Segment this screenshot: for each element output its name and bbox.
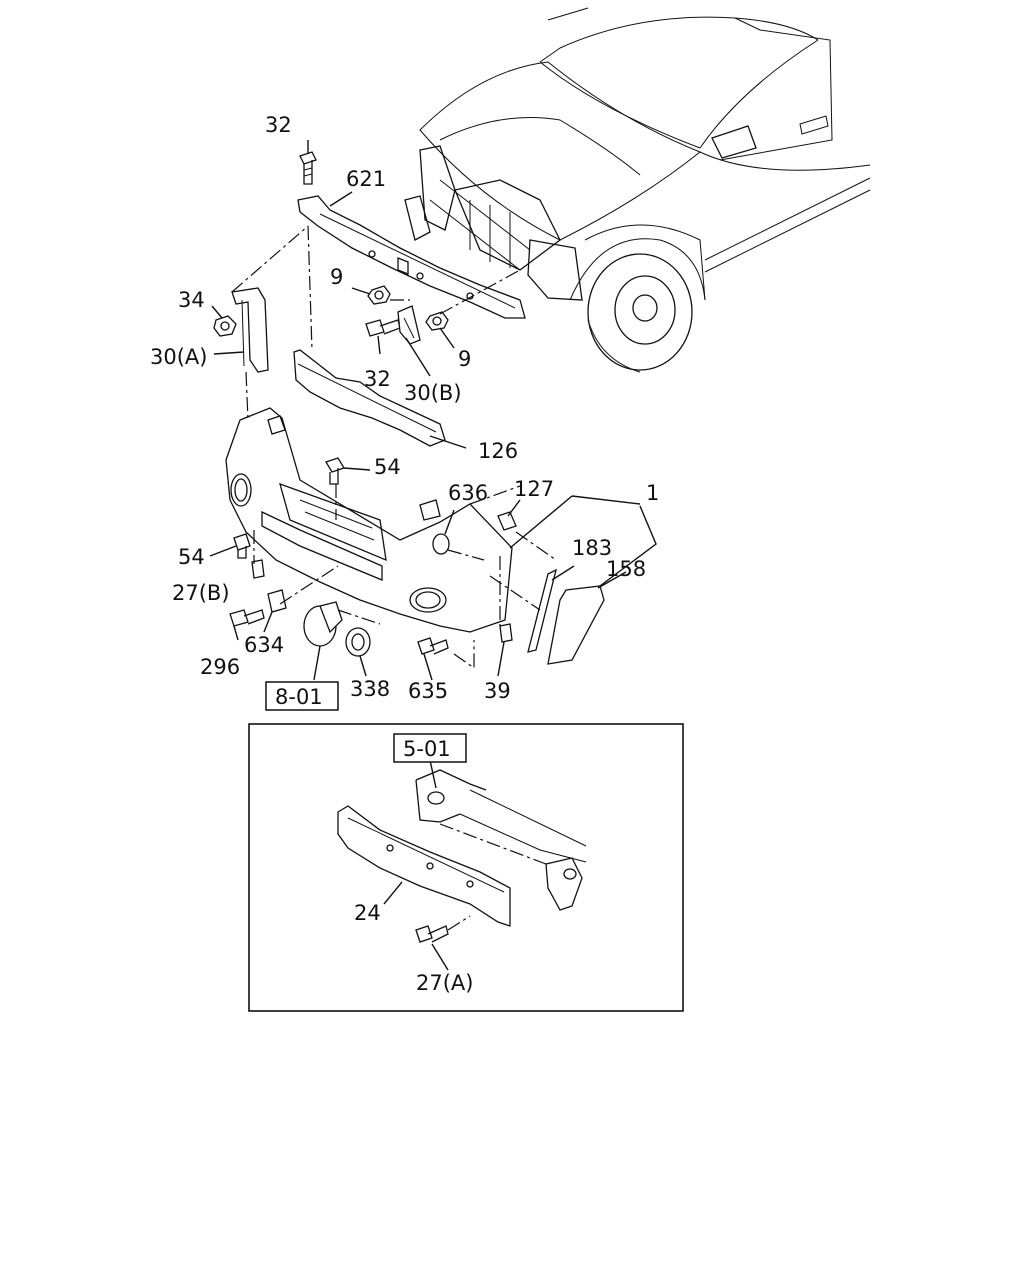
inset-panel: 24 27(A) <box>248 723 684 1012</box>
label-24: 24 <box>354 901 381 925</box>
bolt-296 <box>229 609 265 627</box>
label-127: 127 <box>514 477 554 501</box>
reference-8-01[interactable]: 8-01 <box>265 681 339 711</box>
reference-5-01[interactable]: 5-01 <box>393 733 467 763</box>
bracket-30b <box>397 305 421 345</box>
label-126: 126 <box>478 439 518 463</box>
label-54-top: 54 <box>374 455 401 479</box>
cover-126 <box>293 349 446 447</box>
label-54-left: 54 <box>178 545 205 569</box>
fog-lamp <box>303 601 343 647</box>
front-bumper <box>225 407 513 633</box>
label-158: 158 <box>606 557 646 581</box>
label-30b: 30(B) <box>404 381 462 405</box>
label-621: 621 <box>346 167 386 191</box>
label-32-top: 32 <box>265 113 292 137</box>
label-34: 34 <box>178 288 205 312</box>
bolt-32-mid <box>365 319 401 337</box>
molding-158 <box>547 585 605 665</box>
bezel-338 <box>345 627 371 657</box>
grommet-636 <box>432 533 450 555</box>
label-9-left: 9 <box>330 265 343 289</box>
label-636: 636 <box>448 481 488 505</box>
upper-support-621 <box>297 195 526 319</box>
reference-8-01-label: 8-01 <box>275 685 323 709</box>
clip-127 <box>497 511 517 531</box>
clip-54-left <box>233 533 251 559</box>
molding-183 <box>527 568 557 653</box>
screw-39 <box>499 623 513 643</box>
label-27b: 27(B) <box>172 581 230 605</box>
vehicle-outline <box>404 7 871 373</box>
clip-54-top <box>325 457 345 485</box>
label-30a: 30(A) <box>150 345 207 369</box>
bolt-32-top <box>299 151 317 185</box>
nut-34 <box>213 315 237 337</box>
bracket-634 <box>267 589 287 613</box>
label-338: 338 <box>350 677 390 701</box>
label-1: 1 <box>646 481 659 505</box>
label-9-right: 9 <box>458 347 471 371</box>
label-183: 183 <box>572 536 612 560</box>
leader-lines <box>209 140 657 681</box>
reference-5-01-label: 5-01 <box>403 737 451 761</box>
nut-9-left <box>367 285 391 305</box>
label-32-mid: 32 <box>364 367 391 391</box>
bolt-635 <box>417 637 449 655</box>
nut-9-right <box>425 311 449 331</box>
label-635: 635 <box>408 679 448 703</box>
label-27a: 27(A) <box>416 971 473 995</box>
label-634: 634 <box>244 633 284 657</box>
screw-27b <box>251 559 265 579</box>
label-39: 39 <box>484 679 511 703</box>
label-296: 296 <box>200 655 240 679</box>
bracket-30a <box>231 287 269 373</box>
